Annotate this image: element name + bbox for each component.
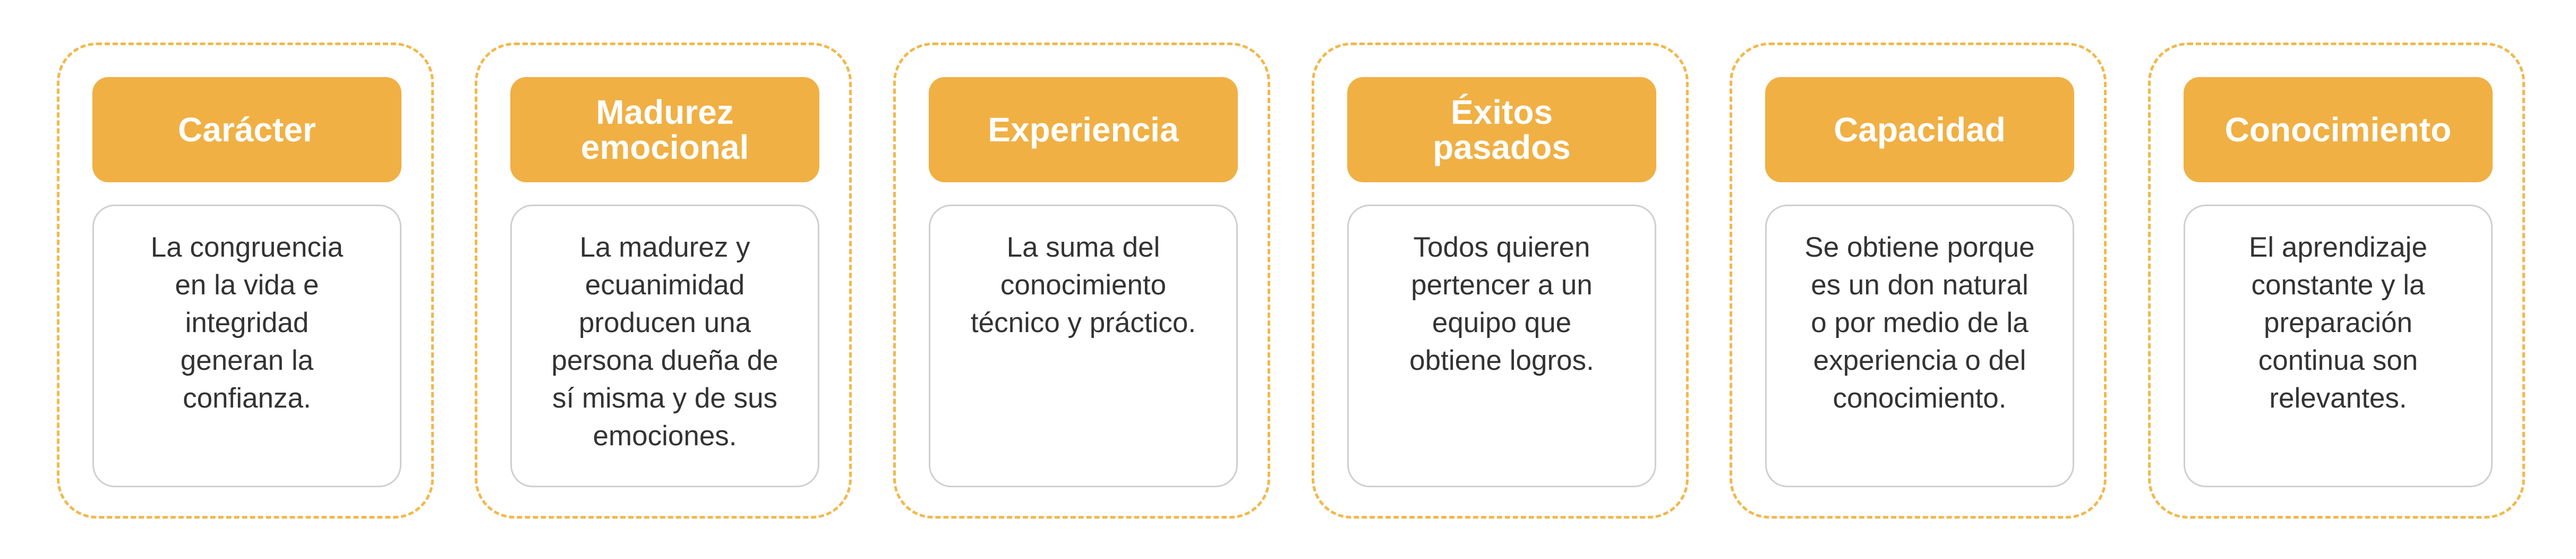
card-title: Carácter — [178, 111, 316, 149]
card-header: Experiencia — [929, 77, 1238, 182]
card-madurez-emocional: Madurez emocional La madurez y ecuanimid… — [475, 43, 852, 519]
card-title: Experiencia — [988, 111, 1179, 149]
card-body: El aprendizaje constante y la preparació… — [2184, 205, 2493, 487]
card-header: Conocimiento — [2184, 77, 2493, 182]
card-line: relevantes. — [2269, 383, 2407, 414]
card-line: en la vida e — [175, 269, 319, 301]
card-line: equipo que — [1432, 307, 1572, 338]
card-line: producen una — [578, 307, 751, 338]
card-line: Se obtiene porque — [1804, 232, 2035, 263]
card-line: obtiene logros. — [1409, 345, 1594, 376]
card-body: La congruencia en la vida e integridad g… — [92, 205, 401, 487]
card-line: pertencer a un — [1411, 269, 1593, 301]
card-line: Todos quieren — [1413, 232, 1590, 263]
card-conocimiento: Conocimiento El aprendizaje constante y … — [2148, 43, 2525, 519]
card-line: La congruencia — [150, 232, 344, 263]
card-line: experiencia o del — [1813, 345, 2026, 376]
card-line: persona dueña de — [551, 345, 778, 376]
card-line: conocimiento — [1000, 269, 1167, 301]
card-line: generan la — [180, 345, 314, 376]
card-body: La suma del conocimiento técnico y práct… — [929, 205, 1238, 487]
card-line: La madurez y — [579, 232, 750, 263]
card-caracter: Carácter La congruencia en la vida e int… — [57, 43, 434, 519]
card-capacidad: Capacidad Se obtiene porque es un don na… — [1730, 43, 2107, 519]
card-title-line: pasados — [1433, 128, 1571, 166]
card-line: La suma del — [1006, 232, 1160, 263]
card-header: Carácter — [92, 77, 401, 182]
card-line: constante y la — [2251, 269, 2425, 301]
card-line: ecuanimidad — [585, 269, 745, 301]
card-line: integridad — [185, 307, 309, 338]
card-header: Capacidad — [1765, 77, 2074, 182]
card-body: Todos quieren pertencer a un equipo que … — [1347, 205, 1656, 487]
card-title-line: Madurez — [596, 93, 734, 131]
card-line: emociones. — [593, 420, 737, 452]
card-experiencia: Experiencia La suma del conocimiento téc… — [893, 43, 1270, 519]
card-line: preparación — [2264, 307, 2412, 338]
card-body: Se obtiene porque es un don natural o po… — [1765, 205, 2074, 487]
card-line: El aprendizaje — [2249, 232, 2427, 263]
card-exitos-pasados: Éxitos pasados Todos quieren pertencer a… — [1312, 43, 1689, 519]
card-line: conocimiento. — [1833, 383, 2007, 414]
card-header: Madurez emocional — [510, 77, 819, 182]
card-line: confianza. — [183, 383, 311, 414]
card-line: es un don natural — [1811, 269, 2029, 301]
card-body: La madurez y ecuanimidad producen una pe… — [510, 205, 819, 487]
card-title-line: Éxitos — [1450, 93, 1553, 131]
card-header: Éxitos pasados — [1347, 77, 1656, 182]
card-line: o por medio de la — [1811, 307, 2029, 338]
card-line: sí misma y de sus — [552, 383, 778, 414]
card-line: técnico y práctico. — [970, 307, 1196, 338]
card-title: Conocimiento — [2224, 111, 2452, 149]
card-title-line: emocional — [580, 128, 749, 166]
card-line: continua son — [2258, 345, 2418, 376]
card-title: Capacidad — [1834, 111, 2006, 149]
